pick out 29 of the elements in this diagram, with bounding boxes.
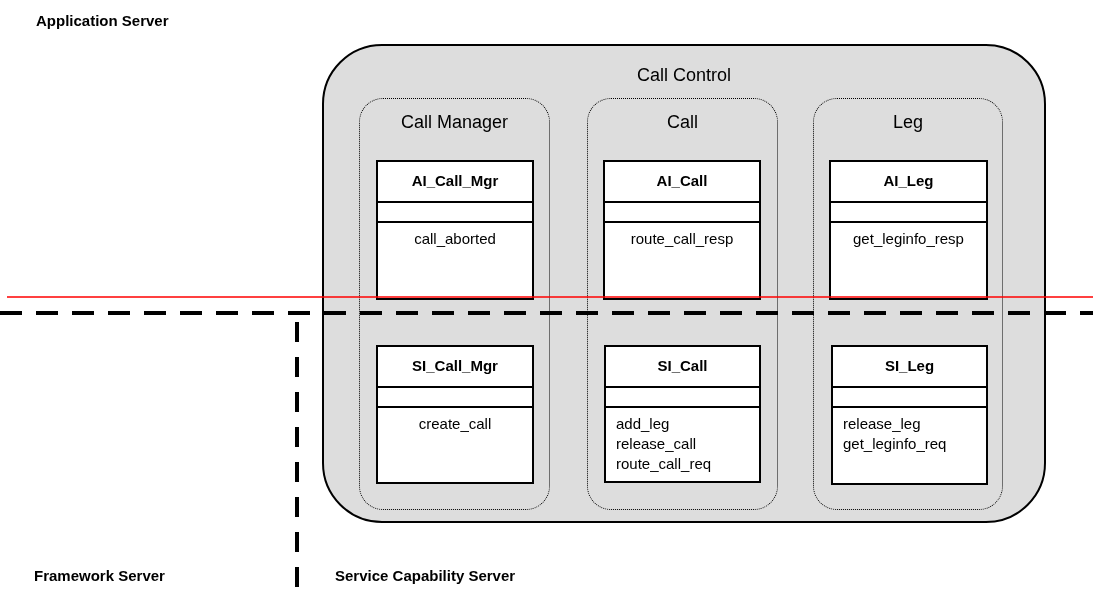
class-box [831, 345, 988, 485]
method-name: create_call [418, 414, 492, 434]
method-name: release_leg [843, 414, 921, 434]
class-name: SI_Call [657, 356, 708, 377]
class-box [829, 160, 988, 300]
class-name: AI_Call [656, 171, 708, 192]
container-title: Call Control [635, 64, 732, 87]
group-title: Call Manager [399, 111, 510, 134]
method-name: call_aborted [414, 229, 496, 249]
region-label: Application Server [36, 11, 169, 31]
group-title: Leg [891, 111, 924, 134]
method-name: get_leginfo_req [843, 434, 947, 454]
class-box [603, 160, 761, 300]
class-box [376, 160, 534, 300]
method-name: add_leg [616, 414, 670, 434]
class-box [604, 345, 761, 483]
method-name: route_call_req [616, 454, 712, 474]
region-label: Service Capability Server [335, 566, 516, 586]
group-title: Call [666, 111, 699, 134]
method-name: release_call [616, 434, 697, 454]
region-label: Framework Server [34, 566, 165, 586]
class-name: SI_Leg [884, 356, 935, 377]
method-name: get_leginfo_resp [853, 229, 964, 249]
component-container [322, 44, 1046, 523]
method-name: route_call_resp [630, 229, 734, 249]
class-name: AI_Call_Mgr [411, 171, 499, 192]
class-box [376, 345, 534, 484]
class-name: SI_Call_Mgr [412, 356, 498, 377]
class-name: AI_Leg [883, 171, 934, 192]
